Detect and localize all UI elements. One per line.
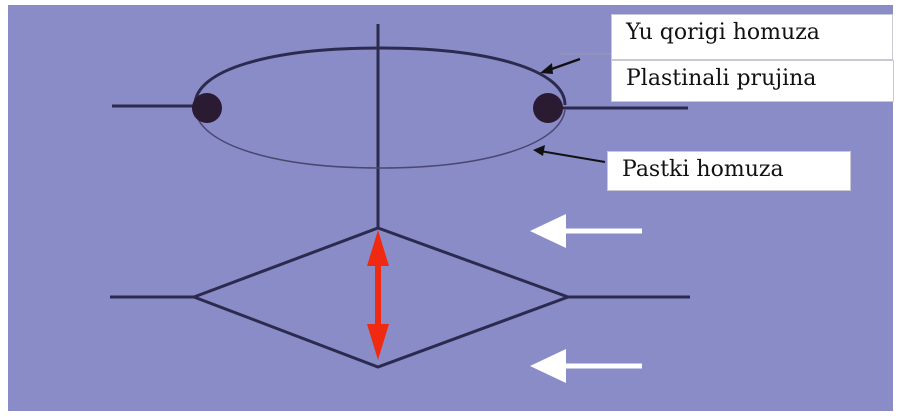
left-pivot-dot [192,93,222,123]
label-upper-clamp: Yu qorigi homuza [611,14,893,60]
white-arrow-upper [530,214,642,248]
pointer-upper-clamp-head [540,63,553,74]
pointer-lower-clamp-head [533,145,545,156]
pointer-lower-clamp [539,150,606,163]
red-double-arrow [367,230,389,360]
lower-clamp-arc [194,109,566,169]
white-arrow-lower [530,349,642,383]
right-pivot-dot [533,93,563,123]
label-leaf-spring: Plastinali prujina [611,60,894,102]
upper-clamp-arc [193,46,567,106]
diamond-shape [189,226,573,369]
label-lower-clamp: Pastki homuza [607,151,851,191]
